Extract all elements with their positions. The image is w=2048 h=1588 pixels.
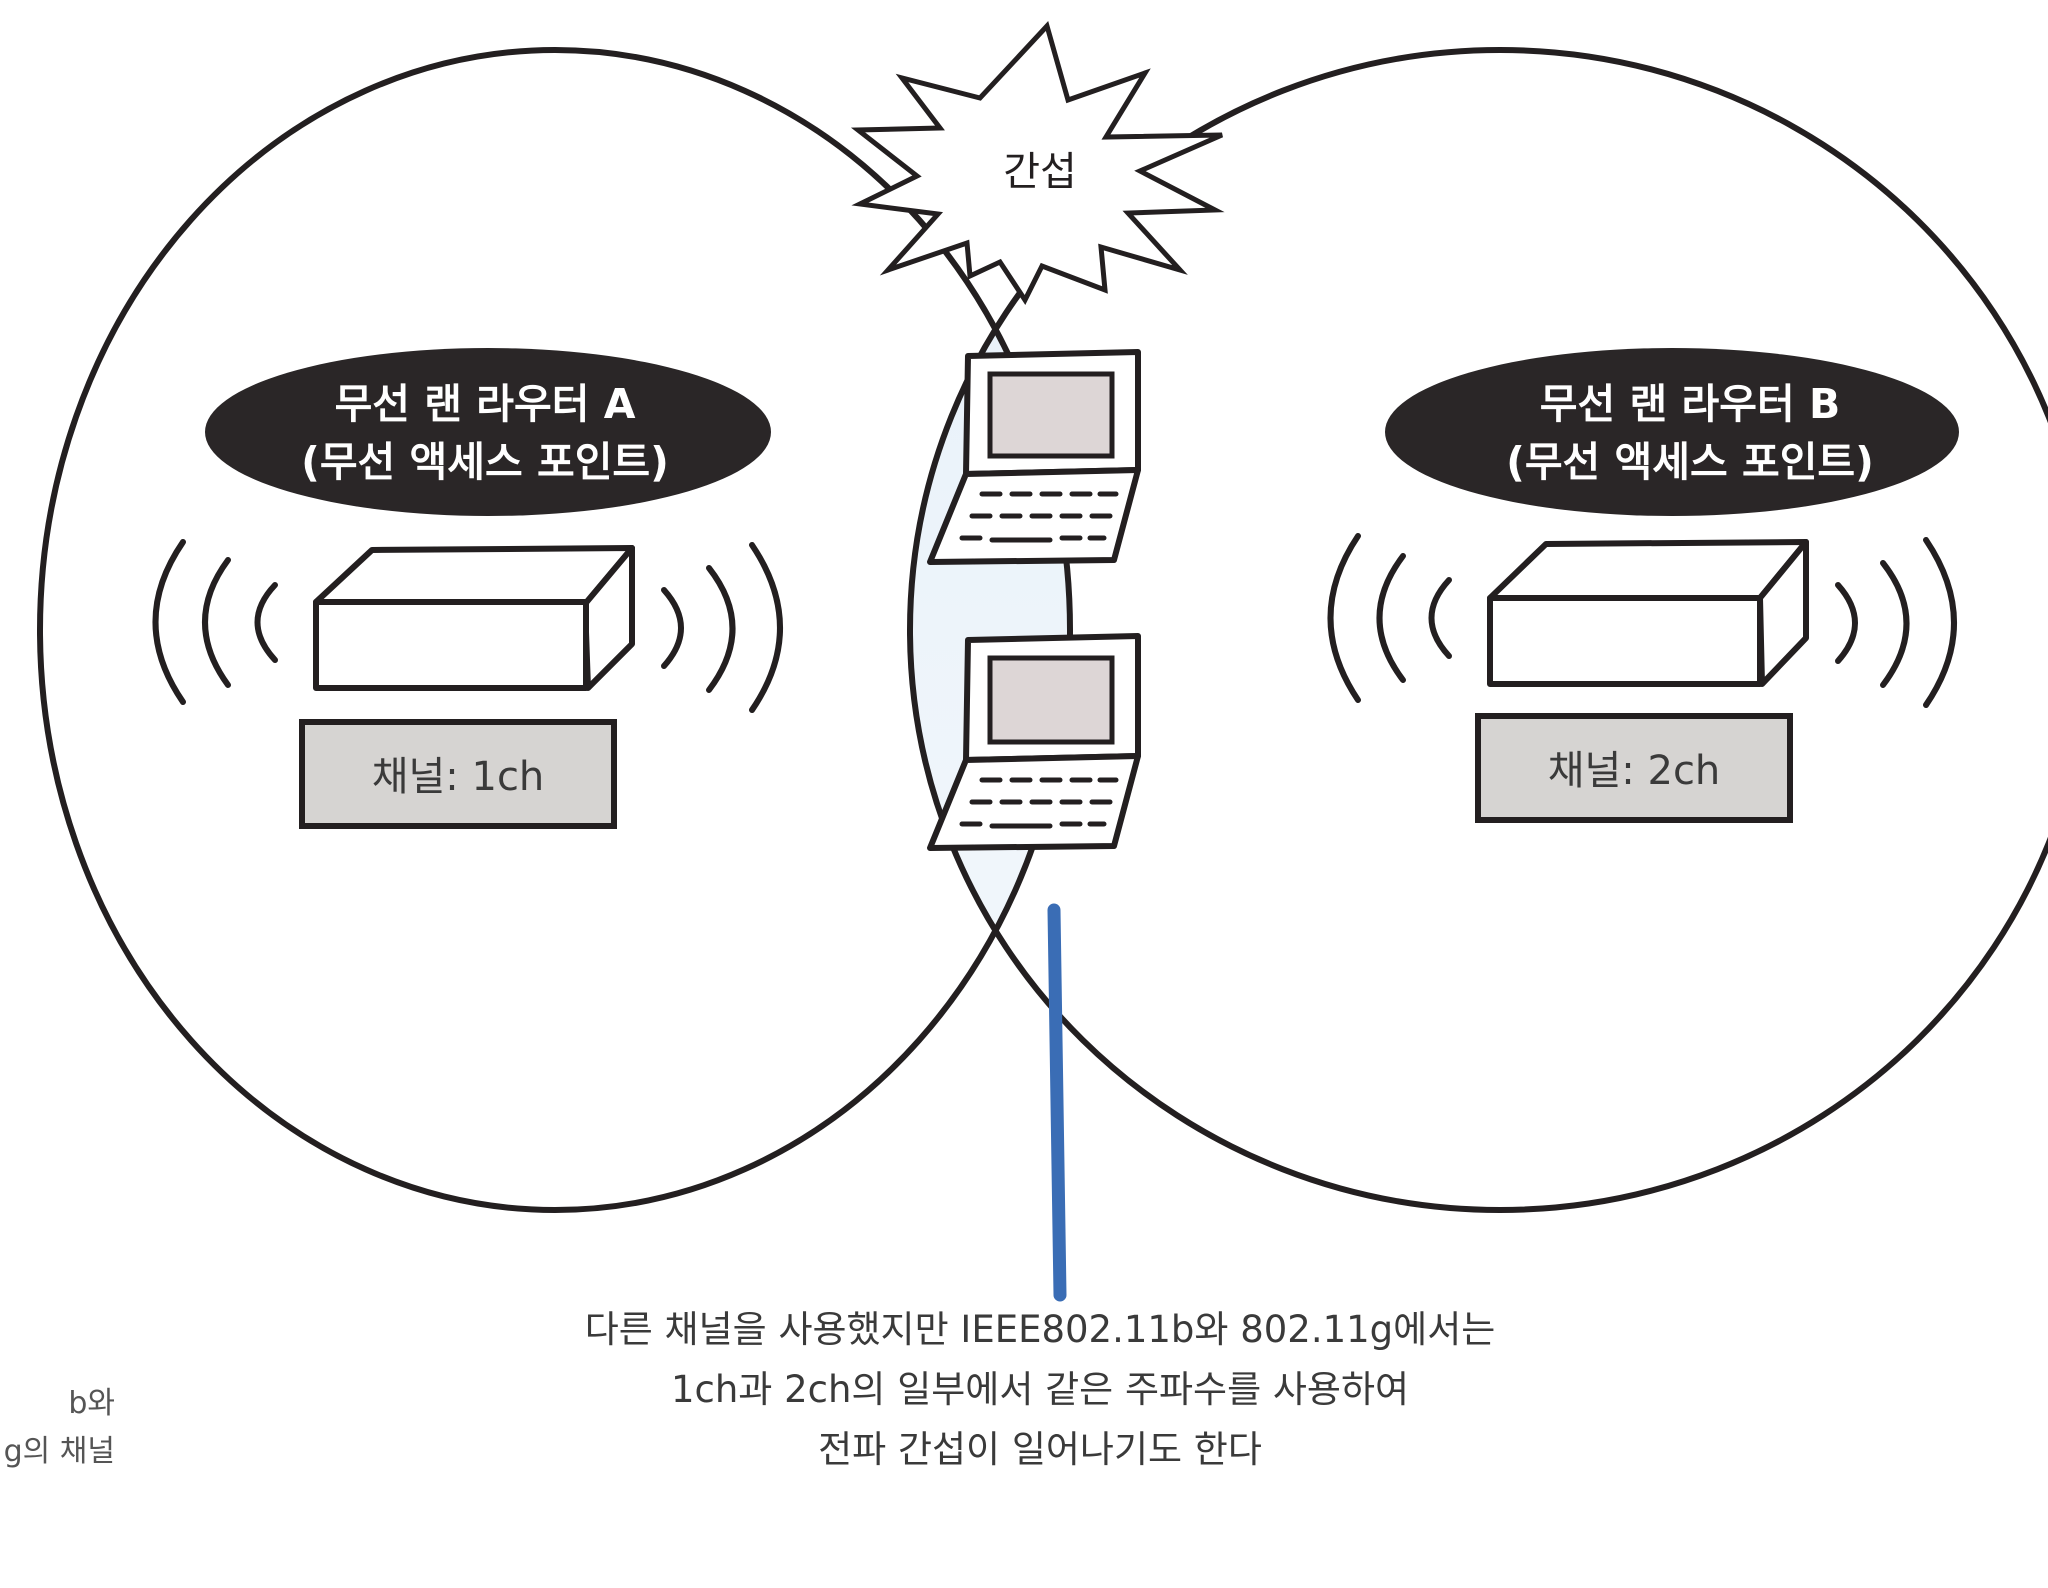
pointer-line: [1054, 910, 1060, 1295]
caption-line1: 다른 채널을 사용했지만 IEEE802.11b와 802.11g에서는: [500, 1300, 1580, 1360]
wifi-waves-icon: [156, 542, 276, 702]
router-b-title-line2: (무선 액세스 포인트): [1506, 438, 1874, 486]
channel-label-a: 채널: 1ch: [372, 754, 545, 800]
router-a-title-pill: [205, 348, 771, 516]
wifi-waves-icon: [1331, 536, 1450, 700]
wifi-waves-icon: [664, 545, 780, 710]
caption-line2: 1ch과 2ch의 일부에서 같은 주파수를 사용하여: [500, 1360, 1580, 1420]
router-box-icon: [1490, 542, 1806, 684]
caption-line3: 전파 간섭이 일어나기도 한다: [500, 1420, 1580, 1480]
router-b-title-line1: 무선 랜 라우터 B: [1540, 380, 1840, 428]
caption: 다른 채널을 사용했지만 IEEE802.11b와 802.11g에서는 1ch…: [500, 1300, 1580, 1480]
router-b-title-pill: [1385, 348, 1959, 516]
router-a-title-line2: (무선 액세스 포인트): [301, 438, 669, 486]
margin-note-line1: b와: [0, 1380, 115, 1428]
wifi-waves-icon: [1838, 540, 1954, 705]
router-box-icon: [316, 548, 632, 688]
margin-note: b와 g의 채널: [0, 1380, 115, 1476]
margin-note-line2: g의 채널: [0, 1428, 115, 1476]
interference-label: 간섭: [1003, 149, 1077, 195]
router-a-title-line1: 무선 랜 라우터 A: [335, 380, 636, 428]
channel-label-b: 채널: 2ch: [1548, 748, 1721, 794]
